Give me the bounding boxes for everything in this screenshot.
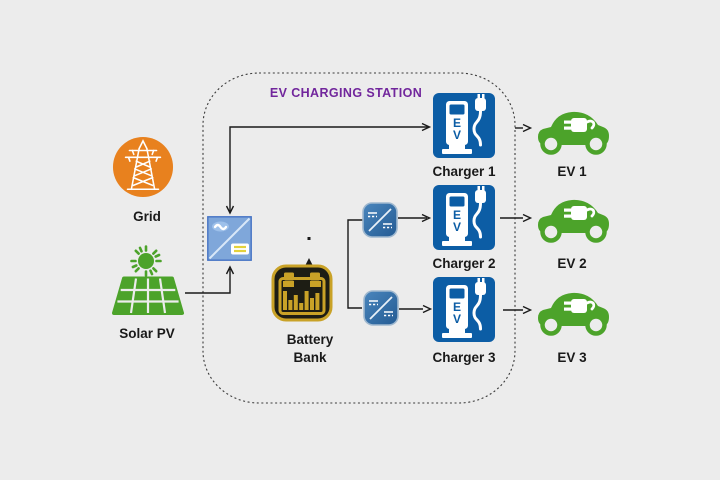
svg-text:V: V	[453, 312, 461, 326]
svg-text:E: E	[453, 116, 461, 130]
ev-3-icon	[538, 292, 609, 336]
battery-bank-icon	[271, 264, 333, 322]
charger-2-icon: E V	[433, 185, 495, 250]
grid-icon	[112, 136, 174, 198]
charger-3-label: Charger 3	[432, 350, 496, 365]
line-converter-charger1	[229, 126, 428, 212]
charger-2-label: Charger 2	[432, 256, 496, 271]
solar-pv-label: Solar PV	[119, 326, 175, 341]
dcdc-converter-1-icon	[362, 202, 398, 238]
plug-glyph	[564, 206, 596, 220]
svg-text:V: V	[453, 128, 461, 142]
battery-link-arrow	[305, 237, 313, 266]
ev-1-icon	[538, 111, 609, 155]
solar-panel-icon	[112, 276, 184, 315]
charger-1-label: Charger 1	[432, 164, 496, 179]
charger-1-icon: E V	[433, 93, 495, 158]
battery-label-line1: Battery	[286, 332, 334, 347]
svg-text:V: V	[453, 220, 461, 234]
ev-1-label: EV 1	[557, 164, 587, 179]
dcdc-converter-2-icon	[363, 290, 399, 326]
grid-label: Grid	[133, 209, 161, 224]
station-title: EV CHARGING STATION	[269, 86, 423, 100]
charger-3-icon: E V	[433, 277, 495, 342]
ev-2-label: EV 2	[557, 256, 587, 271]
svg-text:E: E	[453, 208, 461, 222]
ev-3-label: EV 3	[557, 350, 587, 365]
line-dc-bus	[347, 219, 363, 309]
station-boundary	[202, 72, 516, 404]
plug-glyph	[564, 299, 596, 313]
ev-2-icon	[538, 199, 609, 243]
svg-text:E: E	[453, 300, 461, 314]
acdc-converter-icon	[207, 216, 252, 261]
dc-symbol	[231, 243, 249, 255]
plug-glyph	[564, 118, 596, 132]
battery-label-line2: Bank	[293, 350, 327, 365]
line-solar-converter	[185, 269, 231, 294]
battery-bank-label: Battery Bank	[260, 331, 360, 367]
sun-icon	[130, 245, 162, 277]
